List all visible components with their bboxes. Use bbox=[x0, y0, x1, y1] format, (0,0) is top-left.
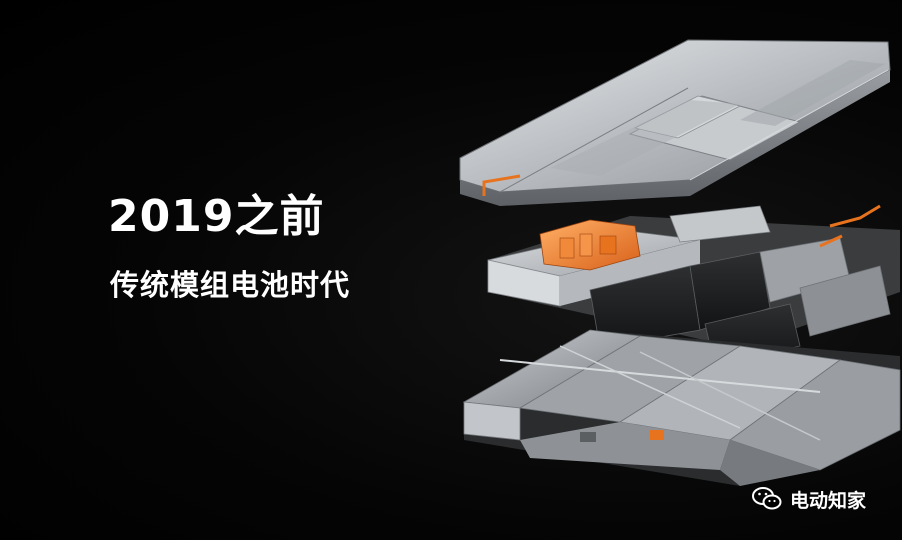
slide-title: 2019之前 bbox=[108, 191, 325, 242]
wechat-icon bbox=[752, 487, 782, 510]
battery-pack-illustration bbox=[459, 39, 901, 486]
watermark: 电动知家 bbox=[752, 482, 866, 516]
pack-lid bbox=[459, 39, 891, 206]
watermark-text: 电动知家 bbox=[790, 489, 867, 512]
slide-subtitle: 传统模组电池时代 bbox=[110, 268, 351, 302]
battery-modules bbox=[482, 174, 900, 367]
pack-tray bbox=[462, 329, 901, 486]
